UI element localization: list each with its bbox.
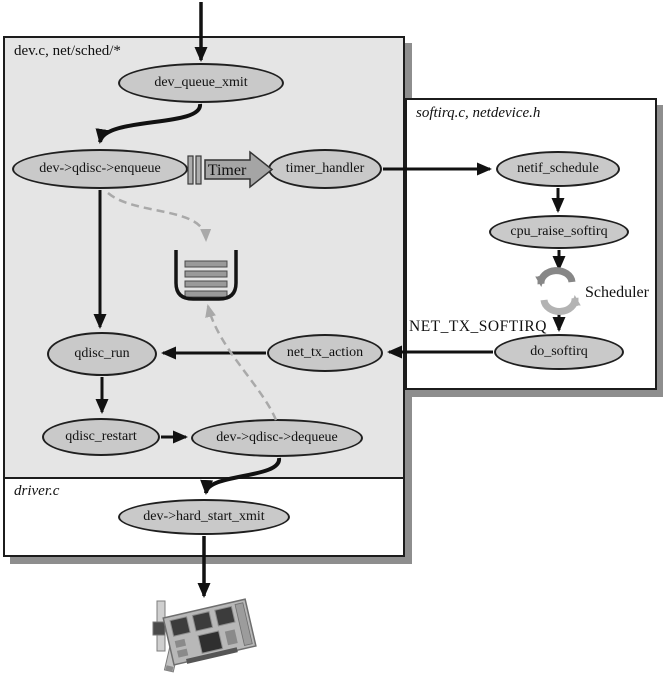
node-qdisc-run: qdisc_run: [47, 332, 157, 376]
node-qdisc-restart: qdisc_restart: [42, 418, 160, 456]
node-do-softirq: do_softirq: [494, 334, 624, 370]
node-net-tx-action: net_tx_action: [267, 334, 383, 372]
node-hard-start-xmit: dev->hard_start_xmit: [118, 499, 290, 535]
node-cpu-raise-softirq: cpu_raise_softirq: [489, 215, 629, 249]
driverc-label: driver.c: [14, 483, 60, 499]
node-dev-queue-xmit: dev_queue_xmit: [118, 63, 284, 103]
devc-box-label: dev.c, net/sched/*: [14, 43, 121, 59]
nic-image: [152, 598, 257, 673]
node-qdisc-dequeue: dev->qdisc->dequeue: [191, 419, 363, 457]
devc-net-sched-box: dev.c, net/sched/* driver.c: [3, 36, 405, 557]
node-qdisc-enqueue: dev->qdisc->enqueue: [12, 149, 188, 189]
node-netif-schedule: netif_schedule: [496, 151, 620, 187]
node-timer-handler: timer_handler: [268, 149, 382, 189]
softirqc-box-label: softirq.c, netdevice.h: [416, 105, 541, 121]
